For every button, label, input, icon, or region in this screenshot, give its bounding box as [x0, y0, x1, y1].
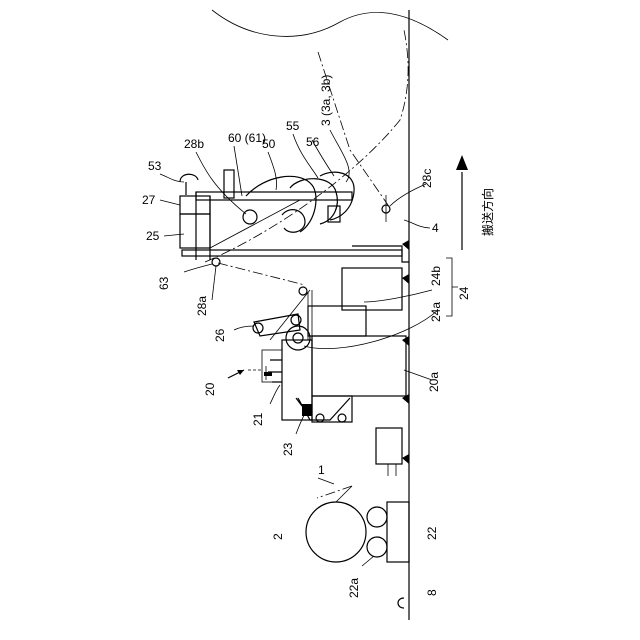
block-23: [302, 404, 312, 416]
arm-28b: [210, 200, 300, 248]
actuator-21: [264, 372, 272, 376]
frame-27: [180, 196, 210, 214]
label-24: 24: [457, 286, 471, 300]
label-27: 27: [142, 193, 156, 207]
label-28c: 28c: [420, 169, 434, 188]
sheet-path-web: [317, 486, 352, 498]
label-53: 53: [148, 159, 162, 173]
label-24a: 24a: [429, 302, 443, 322]
label-63: 63: [157, 276, 171, 290]
link-26: [270, 290, 310, 340]
joint-28a: [212, 258, 220, 266]
roller-23b: [338, 414, 346, 422]
roller-23: [316, 414, 324, 422]
tube-53: [224, 170, 234, 198]
upper-bar: [182, 250, 402, 256]
side-box: [376, 428, 402, 464]
leader-lines: [160, 130, 438, 566]
roller-22-lower: [367, 537, 387, 557]
cutter-21: [268, 360, 282, 382]
block-24b: [342, 268, 402, 310]
label-56: 56: [306, 135, 320, 149]
stand-22: [387, 502, 409, 562]
label-28a: 28a: [195, 296, 209, 316]
label-1: 1: [318, 463, 325, 477]
sheet-path-lower: [218, 263, 305, 285]
label-55: 55: [286, 119, 300, 133]
label-22a: 22a: [347, 578, 361, 598]
frame-25: [180, 214, 210, 248]
label-4: 4: [432, 221, 439, 235]
label-23: 23: [281, 442, 295, 456]
label-20: 20: [203, 382, 217, 396]
label-60: 60 (61): [228, 131, 266, 145]
sheet-edge-curve: [212, 10, 448, 40]
direction-arrow-head: [456, 155, 468, 170]
tip-26: [299, 287, 307, 295]
label-28b: 28b: [184, 137, 204, 151]
pipe-53: [180, 174, 198, 195]
label-20a: 20a: [427, 372, 441, 392]
base-wedge-3: [402, 454, 409, 464]
label-50: 50: [262, 137, 276, 151]
label-22: 22: [425, 526, 439, 540]
label-transport-direction: 搬送方向: [480, 188, 495, 236]
frame-upper-arm: [196, 192, 352, 200]
roll-60: [243, 210, 257, 224]
base-wedge-2: [402, 274, 409, 284]
base-plate-4: [352, 246, 409, 262]
label-2: 2: [271, 533, 285, 540]
cutter-21-box: [262, 350, 282, 382]
roller-22-upper: [367, 507, 387, 527]
base-wedge: [402, 240, 409, 250]
pivot-26b: [291, 315, 301, 325]
roll-2: [306, 502, 366, 562]
hose-inner: [282, 210, 305, 233]
marker-8: [398, 598, 404, 608]
label-3: 3 (3a, 3b): [319, 75, 333, 126]
label-24b: 24b: [429, 266, 443, 286]
label-8: 8: [425, 589, 439, 596]
label-25: 25: [146, 229, 160, 243]
label-26: 26: [213, 328, 227, 342]
label-21: 21: [251, 412, 265, 426]
roll-24a-inner: [293, 333, 303, 343]
